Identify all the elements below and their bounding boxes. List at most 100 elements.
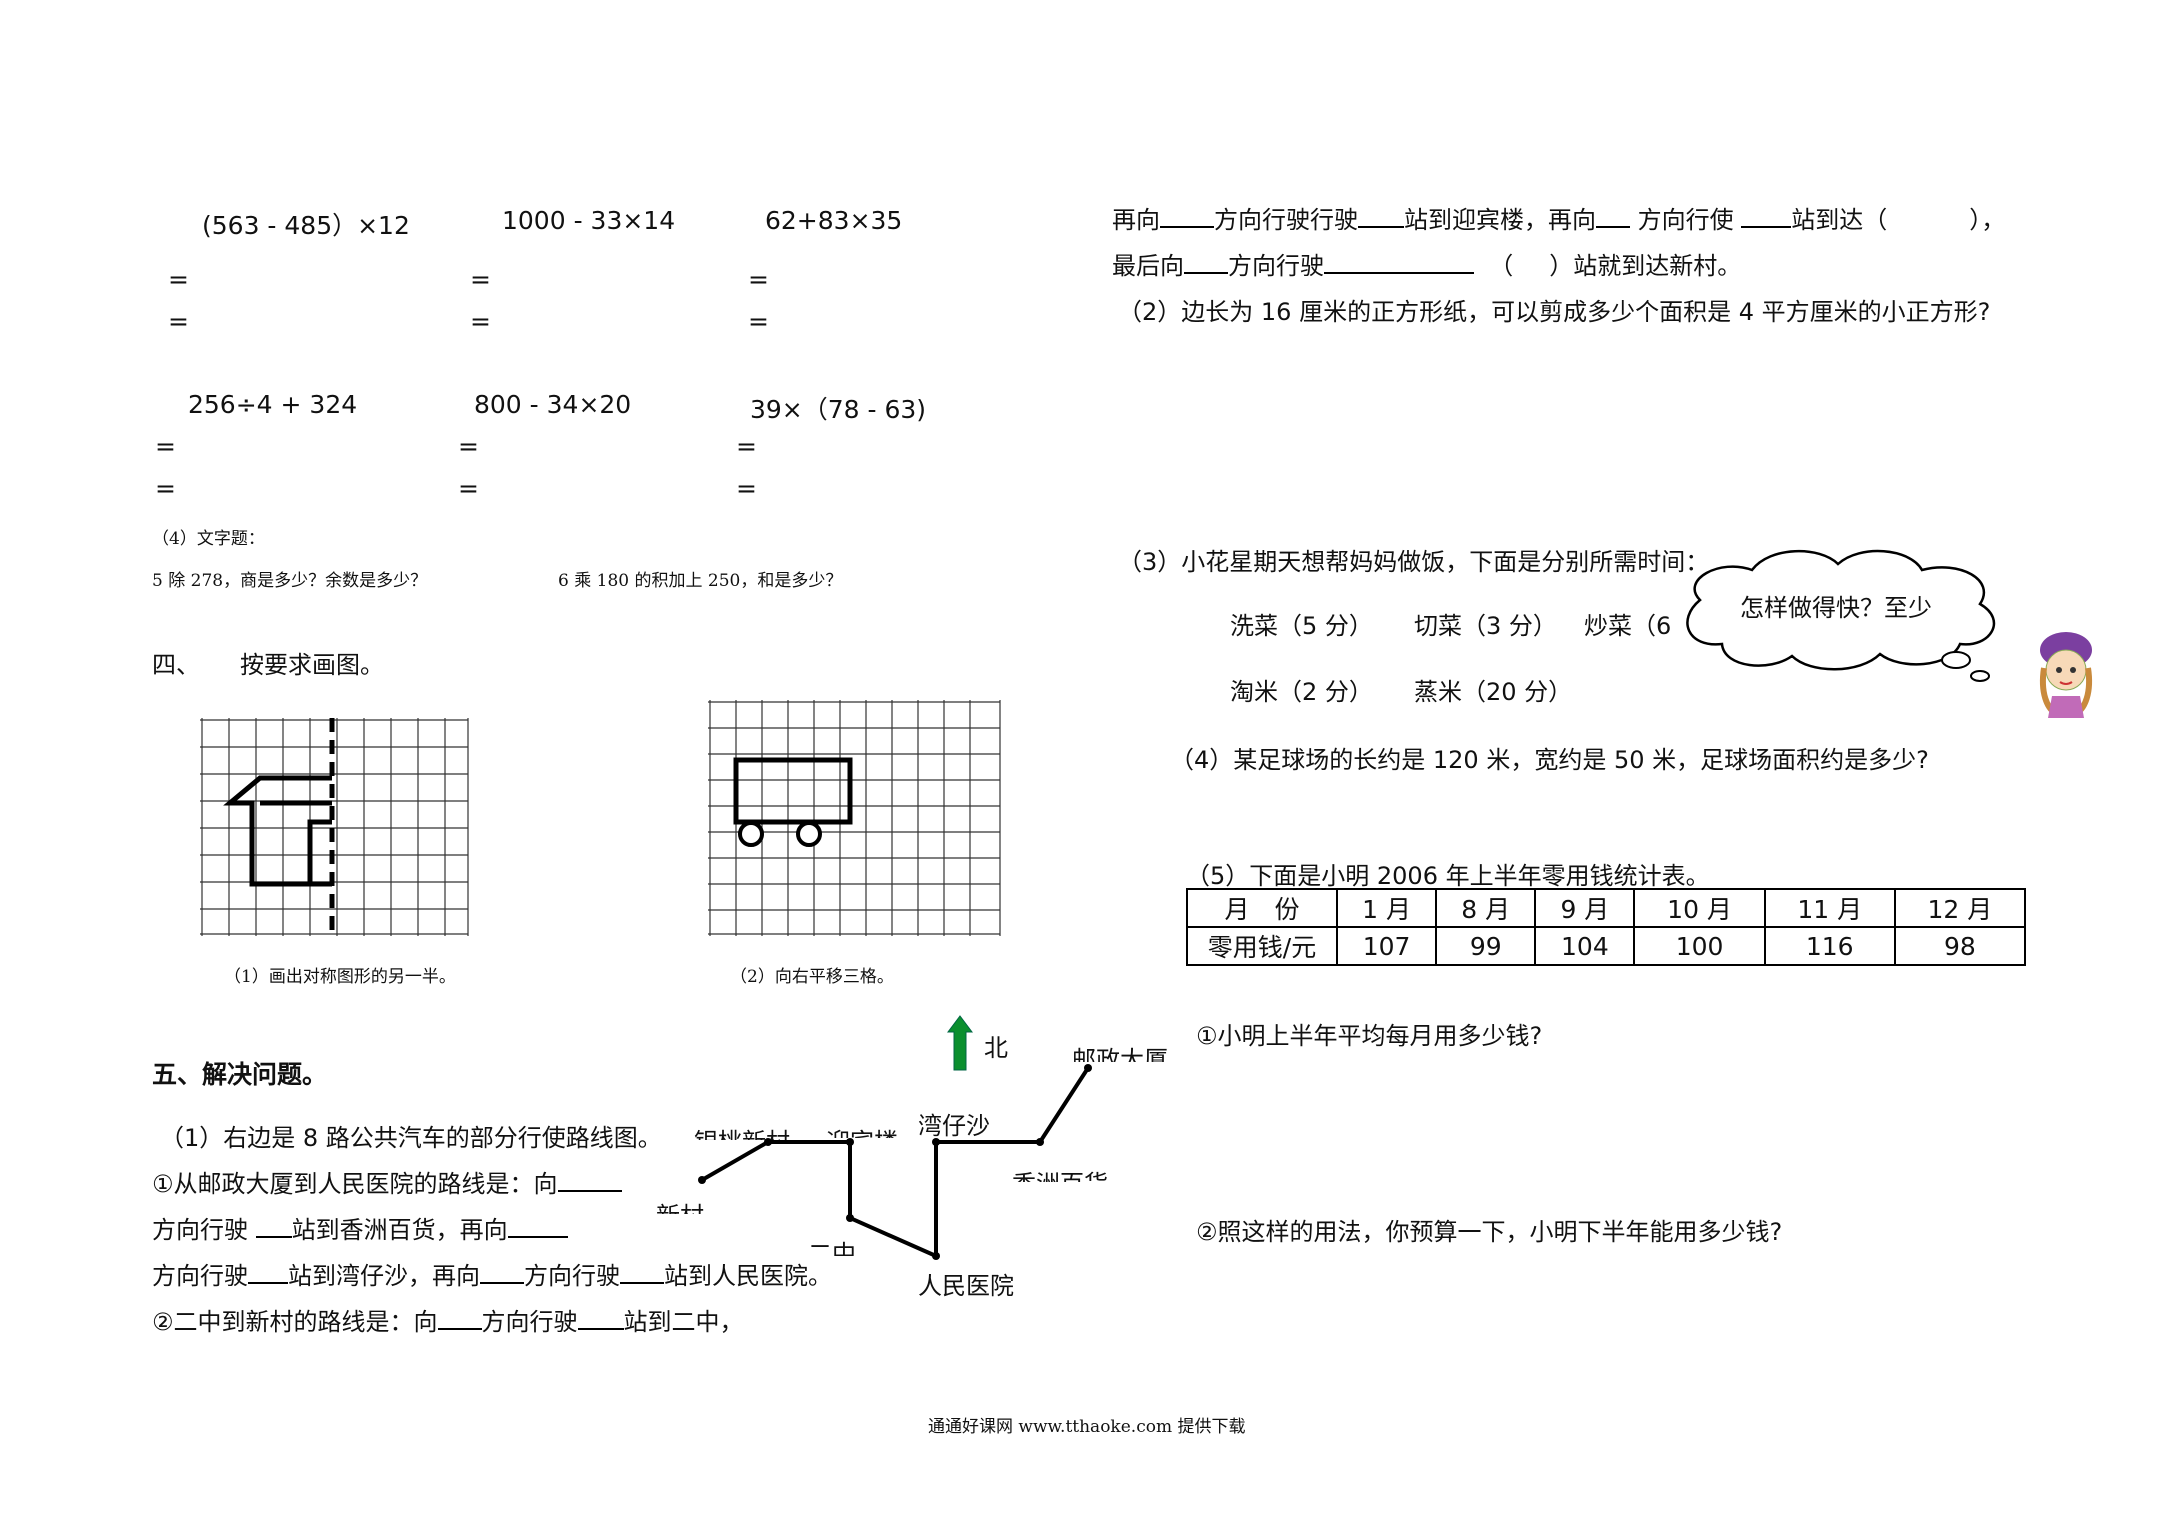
eq: = [168,307,189,336]
footer-credit: 通通好课网 www.tthaoke.com 提供下载 [928,1417,1246,1437]
section-5-title: 五、解决问题。 [152,1060,328,1089]
problem-1-intro: （1）右边是 8 路公共汽车的部分行使路线图。 [160,1124,662,1152]
caption-symmetry: （1）画出对称图形的另一半。 [224,967,456,987]
route-text: 方向行驶行驶 [1214,206,1358,234]
eq: = [470,265,491,294]
north-arrow-icon [947,1015,973,1071]
time-wash-rice: 淘米（2 分） [1230,678,1373,706]
expr-6: 39×（78 - 63) [750,395,927,424]
blank[interactable] [1596,226,1630,228]
route-text: 方向行驶 [481,1308,578,1336]
route-line-b: 方向行驶 站到香洲百货，再向 [152,1210,568,1245]
route-text: 站到二中， [623,1308,744,1336]
eq: = [168,265,189,294]
blank[interactable] [255,1236,292,1238]
translation-grid [708,700,1001,936]
bus-route-map [698,1015,1092,1260]
blank[interactable] [1160,226,1214,228]
stop-erzhong: 二中 [808,1240,856,1256]
blank[interactable] [577,1328,624,1330]
expr-3: 62+83×35 [765,206,903,235]
time-fry-veg: 炒菜（6 [1584,612,1672,640]
table-cell: 107 [1335,926,1438,966]
stop-xiangzhou: 香洲百货 [1012,1164,1108,1182]
blank[interactable] [1741,226,1792,228]
table-cell: 116 [1763,926,1896,966]
problem-4: （4）某足球场的长约是 120 米，宽约是 50 米，足球场面积约是多少? [1170,746,1929,774]
table-cell: 104 [1534,926,1636,966]
route-line-d: ②二中到新村的路线是：向 方向行驶 站到二中， [152,1302,744,1337]
table-cell: 8 月 [1435,888,1537,928]
eq: = [155,474,176,503]
table-cell: 100 [1633,926,1766,966]
caption-translation: （2）向右平移三格。 [730,967,894,987]
route-text: 方向行驶 [524,1262,620,1290]
blank[interactable] [620,1282,664,1284]
expr-5: 800 - 34×20 [474,390,632,419]
eq: = [748,307,769,336]
thought-bubble [1686,549,1995,682]
time-wash-veg: 洗菜（5 分） [1230,612,1373,640]
time-cut-veg: 切菜（3 分） [1414,612,1557,640]
eq: = [736,474,757,503]
eq: = [458,474,479,503]
route-text: 站到香洲百货，再向 [291,1216,508,1244]
word-problem-2: 6 乘 180 的积加上 250，和是多少？ [558,571,843,591]
route-text: 站到迎宾楼，再向 [1404,206,1596,234]
problem-3: （3）小花星期天想帮妈妈做饭，下面是分别所需时间： [1118,548,1710,576]
blank[interactable] [248,1282,288,1284]
route-text: 站到人民医院。 [664,1262,832,1290]
problem-5: （5）下面是小明 2006 年上半年零用钱统计表。 [1186,862,1710,890]
route-text: 方向行驶 [152,1262,248,1290]
stop-yintao: 银桃新村 [694,1122,790,1140]
table-cell: 月 份 [1186,888,1338,928]
route-text: 方向行驶 [152,1216,248,1244]
blank[interactable] [507,1236,568,1238]
section-4-title: 按要求画图。 [240,651,384,679]
blank[interactable] [1184,272,1228,274]
route-text: ）站就到达新村。 [1549,252,1742,280]
route-continue-line-2: 最后向方向行驶 （）站就到达新村。 [1112,246,1741,281]
blank[interactable] [1324,272,1474,274]
blank[interactable] [480,1282,524,1284]
expr-4: 256÷4 + 324 [188,390,358,419]
stop-wanzaisha: 湾仔沙 [918,1112,990,1140]
route-line-c: 方向行驶 站到湾仔沙，再向 方向行驶 站到人民医院。 [152,1256,832,1291]
blank[interactable] [557,1190,622,1192]
symmetry-grid [200,718,469,936]
table-row: 月 份 1 月 8 月 9 月 10 月 11 月 12 月 [1186,888,2027,928]
problem-2: （2）边长为 16 厘米的正方形纸，可以剪成多少个面积是 4 平方厘米的小正方形… [1118,298,1991,326]
blank[interactable] [1358,226,1404,228]
route-continue-line-1: 再向方向行驶行驶站到迎宾楼，再向 方向行使 站到达（）， [1112,200,2005,235]
route-text: 最后向 [1112,252,1184,280]
stop-yingbin: 迎宾楼 [826,1122,898,1138]
route-text: 方向行驶 [1228,252,1324,280]
problem-5-b: ②照这样的用法，你预算一下，小明下半年能用多少钱? [1196,1218,1783,1246]
route-text: 方向行使 [1637,206,1734,234]
word-problems-title: （4）文字题： [152,529,265,549]
problem-5-a: ①小明上半年平均每月用多少钱? [1196,1022,1543,1050]
table-cell: 零用钱/元 [1186,926,1338,966]
route-text: 站到达（ [1791,206,1888,234]
eq: = [458,432,479,461]
route-text: ②二中到新村的路线是：向 [152,1308,438,1336]
girl-avatar [2040,632,2092,718]
expr-1: (563 - 485）×12 [202,211,410,240]
stop-renmin: 人民医院 [918,1272,1014,1300]
bubble-text: 怎样做得快？至少 [1740,594,1932,622]
eq: = [155,432,176,461]
time-steam-rice: 蒸米（20 分） [1414,678,1573,706]
blank[interactable] [437,1328,482,1330]
table-cell: 99 [1435,926,1537,966]
table-cell: 98 [1893,926,2027,966]
route-text: 站到湾仔沙，再向 [288,1262,480,1290]
north-label: 北 [984,1034,1008,1062]
route-text: 再向 [1112,206,1160,234]
table-cell: 11 月 [1763,888,1896,928]
table-cell: 1 月 [1335,888,1438,928]
table-row: 零用钱/元 107 99 104 100 116 98 [1186,926,2027,966]
stop-xincun: 新村 [656,1196,704,1214]
table-cell: 9 月 [1534,888,1636,928]
table-cell: 10 月 [1633,888,1766,928]
table-cell: 12 月 [1893,888,2027,928]
